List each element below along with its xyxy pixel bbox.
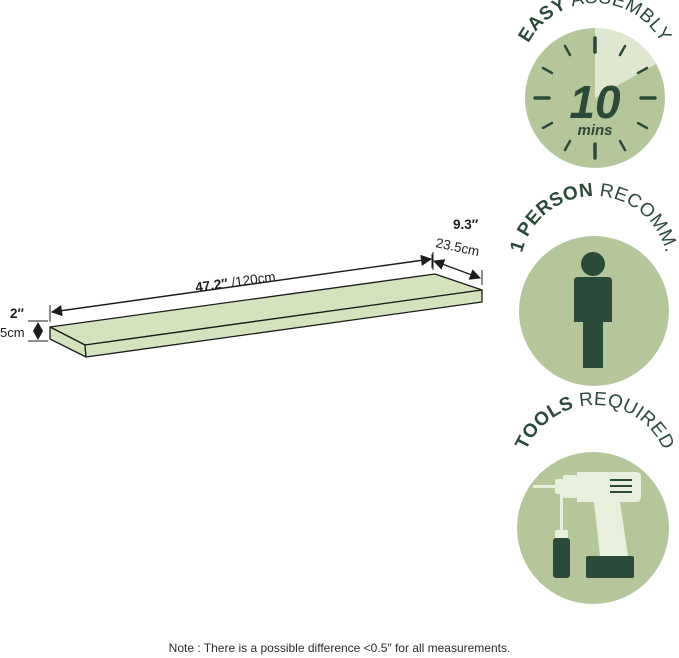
depth-imperial: 9.3″ — [453, 217, 479, 232]
length-arrow — [50, 254, 433, 317]
depth-metric: 23.5cm — [434, 235, 480, 259]
svg-text:TOOLS REQUIRED: TOOLS REQUIRED — [512, 389, 679, 453]
timer-highlight — [595, 28, 656, 98]
svg-text:47.2″ /120cm: 47.2″ /120cm — [194, 269, 276, 295]
thickness-dimension: 2″ 5cm — [0, 306, 48, 342]
badge-one-person: 1 PERSON RECOMM. — [506, 180, 679, 386]
badge-tools-required: TOOLS REQUIRED — [512, 389, 679, 604]
timer-icon — [533, 36, 657, 160]
timer-number: 10 — [569, 76, 621, 128]
measurement-note: Note : There is a possible difference <0… — [168, 641, 511, 655]
thickness-arrow — [33, 322, 43, 340]
drill-screwdriver-icon — [533, 472, 641, 578]
depth-dimension: 9.3″ 23.5cm — [431, 217, 483, 285]
badge-easy-assembly: EASY ASSEMBLY 10 mins — [515, 0, 675, 168]
depth-arrow — [432, 259, 482, 280]
badge-3-rest: REQUIRED — [571, 389, 679, 453]
length-metric: /120cm — [231, 269, 277, 290]
person-icon — [574, 252, 612, 368]
thickness-metric: 5cm — [0, 325, 25, 340]
timer-unit: mins — [577, 122, 612, 139]
thickness-imperial: 2″ — [10, 306, 25, 321]
badge-3-bold: TOOLS — [512, 393, 577, 453]
length-imperial: 47.2″ — [194, 276, 229, 295]
shelf-illustration — [49, 273, 483, 358]
length-dimension: 47.2″ /120cm — [49, 252, 434, 322]
